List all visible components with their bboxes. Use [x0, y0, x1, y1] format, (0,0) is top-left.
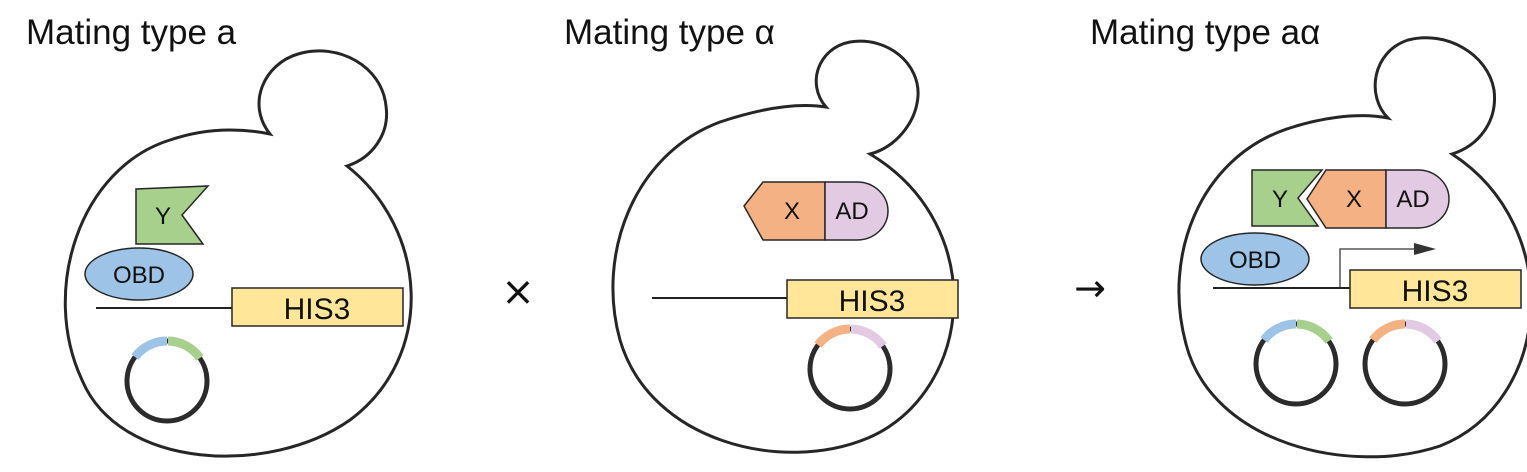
- bait-y-shape-a: [135, 185, 210, 245]
- arrow-right-icon: →: [1074, 266, 1106, 310]
- cell-mating-type-diploid: Mating type aα Y X AD OBD HIS3: [1090, 13, 1527, 459]
- reporter-his3-box-alpha: [786, 279, 959, 319]
- cell-mating-type-a: Mating type a Y OBD HIS3: [26, 13, 413, 458]
- label-x-diploid: X: [1346, 186, 1362, 213]
- plasmid-a: [124, 336, 210, 424]
- label-ad-diploid: AD: [1396, 186, 1429, 213]
- label-his3-alpha: HIS3: [839, 285, 906, 318]
- dbd-obd-oval-a: [84, 247, 194, 301]
- label-x-alpha: X: [784, 198, 800, 225]
- label-his3-a: HIS3: [284, 293, 351, 326]
- ad-shape-diploid: [1385, 169, 1450, 229]
- label-obd-diploid: OBD: [1229, 247, 1281, 274]
- reporter-his3-box-a: [231, 287, 404, 327]
- title-mating-type-alpha: Mating type α: [564, 13, 775, 52]
- label-his3-diploid: HIS3: [1402, 275, 1469, 308]
- title-mating-type-diploid: Mating type aα: [1090, 13, 1320, 52]
- reporter-his3-box-diploid: [1349, 269, 1522, 309]
- label-y-diploid: Y: [1272, 186, 1288, 213]
- yeast-cell-outline-diploid: [1177, 36, 1527, 459]
- cross-symbol: ×: [501, 269, 535, 315]
- bait-y-shape-diploid: [1251, 169, 1324, 227]
- title-mating-type-a: Mating type a: [26, 13, 237, 52]
- plasmid-bait-diploid: [1253, 319, 1339, 407]
- cell-mating-type-alpha: Mating type α X AD HIS3: [564, 13, 959, 454]
- plasmid-prey-diploid: [1362, 319, 1448, 407]
- dbd-obd-oval-diploid: [1200, 232, 1310, 286]
- ad-shape-alpha: [824, 181, 889, 241]
- label-ad-alpha: AD: [835, 198, 868, 225]
- plasmid-alpha: [807, 324, 893, 412]
- yeast-cell-outline-a: [63, 49, 413, 458]
- transcription-start-arrow-icon: [1339, 243, 1436, 288]
- yeast-cell-outline-alpha: [611, 39, 956, 454]
- label-obd-a: OBD: [113, 262, 165, 289]
- label-y-a: Y: [155, 203, 171, 230]
